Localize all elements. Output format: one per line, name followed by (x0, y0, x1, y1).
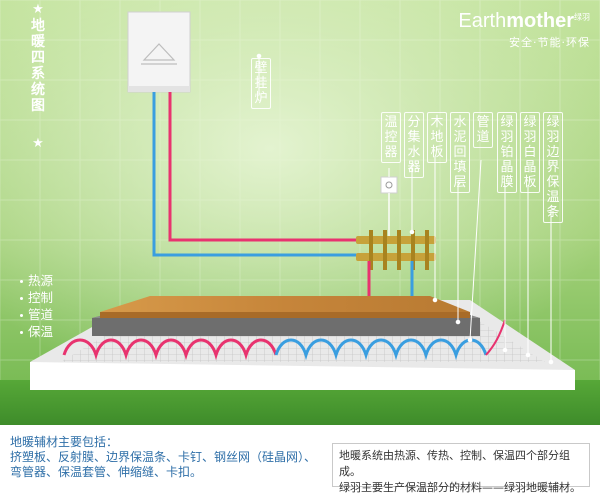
diagram-title: 地暖四系统图 (31, 18, 45, 114)
title-star-top: ★ (32, 2, 44, 17)
boiler (127, 11, 191, 93)
callout-manifold: 分集水器 (404, 112, 424, 178)
brand-slogan: 安全·节能·环保 (509, 36, 590, 49)
brand-logo-cn: 绿羽 (574, 12, 590, 22)
system-summary-box: 地暖系统由热源、传热、控制、保温四个部分组成。 绿羽主要生产保温部分的材料——绿… (332, 443, 590, 494)
supply-pipes (152, 92, 362, 257)
accessories-heading: 地暖辅材主要包括： (10, 435, 119, 449)
summary-line-1: 地暖系统由热源、传热、控制、保温四个部分组成。 (339, 449, 570, 478)
title-star-bottom: ★ (32, 136, 44, 151)
info-panel: 地暖辅材主要包括： 挤塑板、反射膜、边界保温条、卡钉、钢丝网（硅晶网）、 弯管器… (0, 425, 600, 503)
callout-boiler: 壁挂炉 (251, 58, 271, 109)
brand-logo-prefix: Earth (458, 10, 507, 32)
accessories-line-1: 挤塑板、反射膜、边界保温条、卡钉、钢丝网（硅晶网）、 (10, 450, 317, 464)
legend-item-insulation: 保温 (20, 321, 53, 340)
legend-label: 热源 (28, 273, 54, 288)
heating-pipe-cold (274, 338, 488, 361)
base-board (30, 362, 575, 390)
callout-thermostat: 温控器 (381, 112, 401, 163)
legend-label: 保温 (28, 324, 54, 339)
legend-label: 控制 (28, 290, 54, 305)
summary-line-2: 绿羽主要生产保温部分的材料——绿羽地暖辅材。 (339, 481, 581, 494)
callout-cement-layer: 水泥回填层 (450, 112, 470, 193)
callout-board: 绿羽白晶板 (520, 112, 540, 193)
accessories-line-2: 弯管器、保温套管、伸缩缝、卡扣。 (10, 465, 203, 479)
callout-edge-strip: 绿羽边界保温条 (543, 112, 563, 223)
legend-label: 管道 (28, 307, 54, 322)
manifold (356, 230, 436, 302)
pipe-return (485, 319, 506, 356)
heating-pipe-hot (62, 338, 278, 361)
brand-logo: Earthmother绿羽 (458, 10, 590, 33)
legend-item-pipe: 管道 (20, 304, 53, 323)
wood-floor (100, 296, 470, 312)
callout-wood-floor: 木地板 (427, 112, 447, 163)
brand-logo-suffix: mother (506, 10, 574, 32)
callout-film: 绿羽铂晶膜 (497, 112, 517, 193)
accessories-description: 地暖辅材主要包括： 挤塑板、反射膜、边界保温条、卡钉、钢丝网（硅晶网）、 弯管器… (10, 435, 316, 480)
legend-item-heat-source: 热源 (20, 270, 53, 289)
callout-pipe: 管道 (473, 112, 493, 148)
brand-block: Earthmother绿羽 安全·节能·环保 (458, 10, 590, 50)
legend-item-control: 控制 (20, 287, 53, 306)
callout-lines (256, 53, 554, 365)
